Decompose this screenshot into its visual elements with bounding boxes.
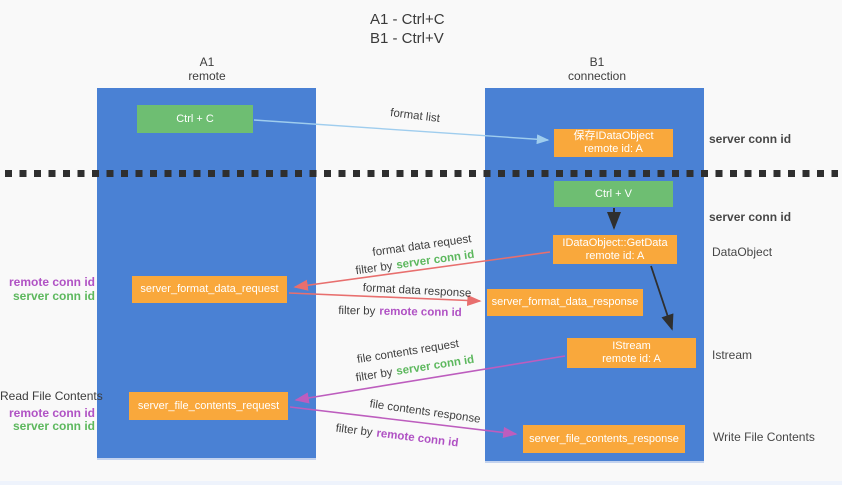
- lifeline-a1-role: remote: [188, 69, 226, 83]
- remote-conn-id-text: remote conn id: [375, 427, 460, 450]
- left-conn-id-annotation-group: remote conn id server conn id: [0, 275, 95, 303]
- server-conn-id-annotation-top: server conn id: [709, 132, 792, 146]
- filter-by-text: filter by: [334, 422, 374, 439]
- istream-line1: IStream: [612, 340, 651, 352]
- ctrl-c-label: Ctrl + C: [176, 112, 214, 125]
- window-bottom-edge: [0, 481, 842, 485]
- remote-conn-id-annotation: remote conn id: [8, 405, 95, 420]
- lifeline-b1-role: connection: [567, 69, 627, 83]
- istream-line2: remote id: A: [602, 353, 661, 365]
- format-data-request-box: server_format_data_request: [132, 276, 287, 303]
- lifeline-b1-name: B1: [589, 55, 605, 69]
- format-data-response-box: server_format_data_response: [487, 289, 643, 316]
- server-conn-id-annotation: server conn id: [12, 288, 95, 303]
- read-file-contents-annotation: Read File Contents: [0, 389, 103, 403]
- format-data-response-arrow-label: format data response: [362, 282, 472, 300]
- file-contents-response-box: server_file_contents_response: [523, 425, 685, 453]
- filter-by-text: filter by: [338, 304, 376, 318]
- lifeline-a1-name: A1: [199, 55, 215, 69]
- ctrl-v-box: Ctrl + V: [554, 181, 673, 207]
- ctrl-c-box: Ctrl + C: [137, 105, 253, 133]
- dotted-separator-line: [5, 170, 838, 177]
- title-line-2: B1 - Ctrl+V: [370, 30, 444, 47]
- save-dataobject-line2: remote id: A: [584, 143, 643, 155]
- server-conn-id-annotation-mid: server conn id: [709, 210, 792, 224]
- file-contents-response-label: server_file_contents_response: [529, 432, 679, 445]
- file-contents-response-arrow-label: file contents response: [368, 398, 482, 426]
- save-dataobject-box: 保存IDataObject remote id: A: [554, 129, 673, 157]
- filter-by-text: filter by: [354, 260, 394, 278]
- left-read-file-annotation-group: Read File Contents remote conn id server…: [0, 389, 103, 434]
- filter-by-text: filter by: [354, 366, 394, 385]
- remote-conn-id-text: remote conn id: [379, 305, 462, 320]
- format-data-response-label: server_format_data_response: [491, 296, 639, 308]
- getdata-line1: IDataObject::GetData: [562, 236, 668, 249]
- getdata-line2: remote id: A: [585, 249, 645, 262]
- format-list-label: format list: [389, 107, 441, 125]
- lifeline-header-a1: A1 remote: [147, 55, 267, 83]
- istream-box: IStream remote id: A: [567, 338, 696, 368]
- server-conn-id-annotation: server conn id: [12, 419, 95, 433]
- istream-annotation: Istream: [712, 348, 753, 362]
- file-contents-request-box: server_file_contents_request: [129, 392, 288, 420]
- write-file-contents-annotation: Write File Contents: [713, 430, 815, 444]
- save-dataobject-line1: 保存IDataObject: [573, 130, 654, 142]
- title-line-1: A1 - Ctrl+C: [370, 11, 445, 28]
- ctrl-v-label: Ctrl + V: [595, 187, 632, 200]
- dataobject-annotation: DataObject: [712, 245, 773, 259]
- diagram-title: A1 - Ctrl+C B1 - Ctrl+V: [370, 10, 445, 48]
- file-contents-request-label: server_file_contents_request: [137, 399, 280, 412]
- format-data-request-label: server_format_data_request: [140, 283, 279, 295]
- remote-conn-id-annotation: remote conn id: [8, 275, 95, 289]
- lifeline-header-b1: B1 connection: [537, 55, 657, 83]
- getdata-box: IDataObject::GetData remote id: A: [553, 235, 677, 264]
